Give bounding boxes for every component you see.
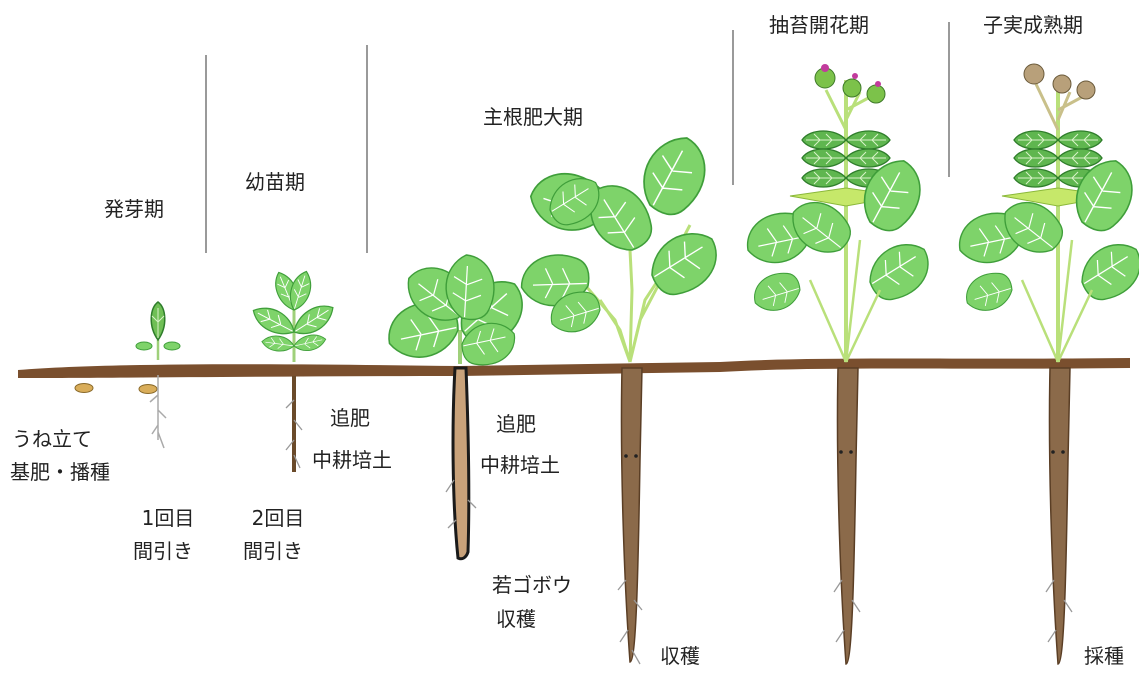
op-cultivate-2: 中耕培土 (480, 453, 560, 477)
divider-1 (205, 55, 207, 253)
op-topdress-2: 追肥 (496, 412, 536, 436)
divider-3 (732, 30, 734, 185)
op-thin2-count: 2回目 (251, 506, 305, 530)
seed-1 (74, 383, 94, 393)
sprout-plant (135, 301, 181, 449)
op-fertilize-sow: 基肥・播種 (10, 460, 110, 484)
op-cultivate-1: 中耕培土 (312, 448, 392, 472)
stage-label-germination: 発芽期 (104, 197, 164, 221)
stage-label-seedling: 幼苗期 (245, 170, 305, 194)
stage-label-seed-maturity: 子実成熟期 (983, 13, 1083, 37)
seeding-burdock-plant (956, 63, 1139, 665)
seedling-plant (248, 268, 340, 472)
op-thin1-label: 間引き (133, 539, 193, 563)
op-thin2-label: 間引き (243, 539, 303, 563)
divider-4 (948, 22, 950, 177)
young-burdock-plant (385, 249, 534, 561)
flowering-burdock-plant (744, 64, 938, 665)
divider-2 (366, 45, 368, 253)
soil-line (18, 358, 1130, 378)
op-thin1-count: 1回目 (141, 506, 195, 530)
op-ridge: うね立て (12, 427, 92, 451)
mature-burdock-plant (516, 128, 724, 665)
op-young-harvest-1: 若ゴボウ (492, 573, 572, 597)
op-seed-collect: 採種 (1084, 644, 1124, 668)
op-topdress-1: 追肥 (330, 406, 370, 430)
seed-2 (138, 384, 158, 394)
op-young-harvest-2: 収穫 (496, 607, 536, 631)
op-harvest: 収穫 (660, 644, 700, 668)
stage-label-root-growth: 主根肥大期 (483, 105, 583, 129)
stage-label-flowering: 抽苔開花期 (769, 13, 869, 37)
